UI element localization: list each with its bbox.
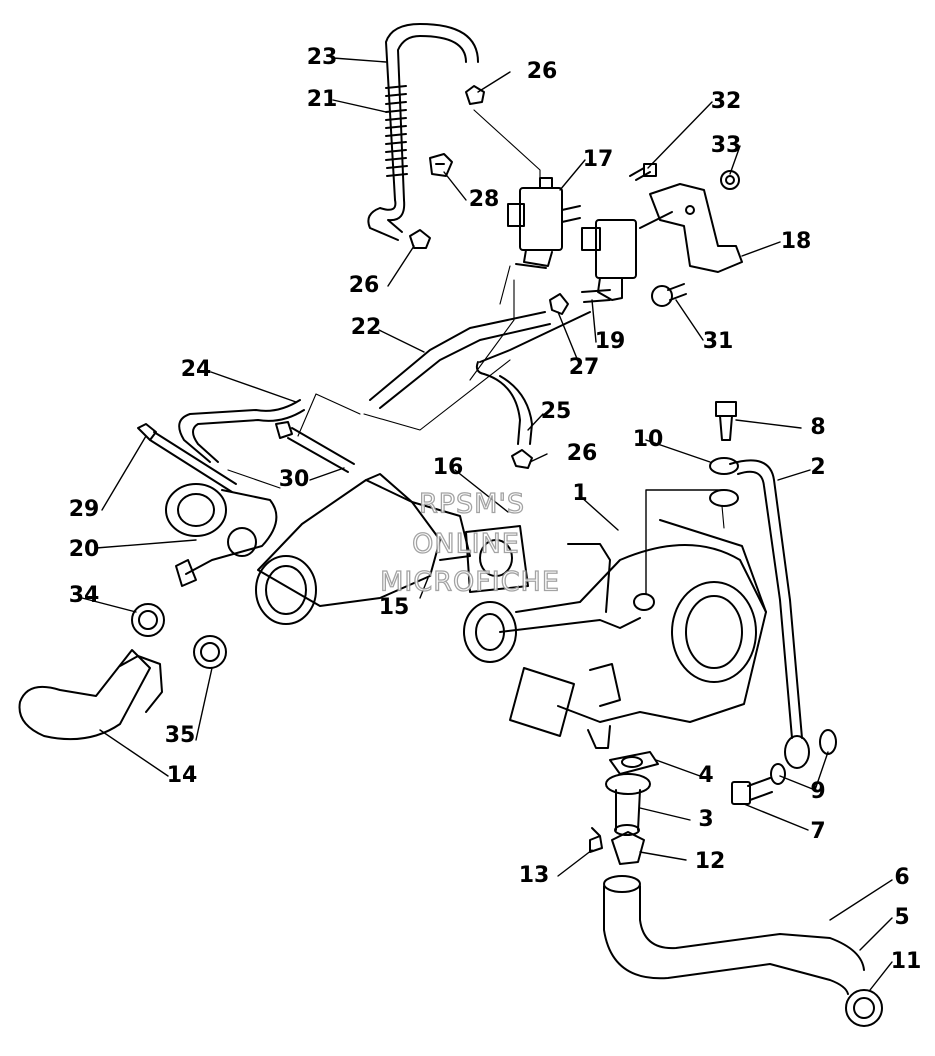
callout-35: 34 — [68, 583, 100, 608]
clip-26-top — [465, 85, 485, 105]
hose-22 — [369, 311, 551, 409]
callout-3: 3 — [698, 807, 714, 832]
bolt-33 — [629, 163, 657, 181]
callout-15: 15 — [378, 595, 410, 620]
bypass-valve-20 — [165, 483, 278, 587]
callout-28: 27 — [568, 355, 600, 380]
bracket-18 — [639, 183, 743, 273]
callout-20: 20 — [68, 537, 100, 562]
callout-26-second: 26 — [348, 273, 380, 298]
oil-line-2 — [729, 459, 810, 769]
callout-10: 10 — [632, 427, 664, 452]
callout-25: 25 — [540, 399, 572, 424]
washer-10-top — [709, 457, 739, 475]
callout-30: 29 — [68, 497, 100, 522]
bolt-13 — [589, 827, 603, 853]
hose-14 — [18, 649, 163, 741]
callout-19: 19 — [594, 329, 626, 354]
callout-1: 1 — [572, 481, 588, 506]
callout-14: 14 — [166, 763, 198, 788]
bolt-8 — [715, 401, 737, 441]
callout-4: 4 — [698, 763, 714, 788]
callout-16: 16 — [432, 455, 464, 480]
watermark-line-2: ONLINE — [411, 528, 520, 560]
clamp-11 — [845, 989, 883, 1027]
bolt-7 — [731, 777, 773, 805]
pipe-3 — [605, 773, 651, 836]
callout-33: 32 — [710, 89, 742, 114]
gasket-4 — [609, 751, 659, 775]
callout-18: 18 — [780, 229, 812, 254]
callout-17: 17 — [582, 147, 614, 172]
callout-2: 2 — [810, 455, 826, 480]
hose-5-6 — [603, 875, 865, 995]
callout-8: 8 — [810, 415, 826, 440]
callout-22: 22 — [350, 315, 382, 340]
hose-21-23 — [367, 23, 479, 241]
callout-34: 33 — [710, 133, 742, 158]
watermark-line-1: RPSM'S — [418, 488, 526, 520]
clip-28 — [549, 293, 569, 315]
watermark-line-3: MICROFICHE — [379, 566, 560, 598]
turbocharger-1 — [463, 519, 767, 749]
washer-10-bottom — [709, 489, 739, 507]
callout-24: 24 — [180, 357, 212, 382]
gasket-16 — [465, 525, 529, 593]
callout-9: 9 — [810, 779, 826, 804]
bolt-31 — [275, 421, 355, 473]
callout-31: 30 — [278, 467, 310, 492]
clamp-35-b — [193, 635, 227, 669]
callout-11: 11 — [890, 949, 922, 974]
clip-29 — [429, 153, 453, 177]
nut-34 — [720, 170, 740, 190]
callout-26: 26 — [526, 59, 558, 84]
callout-13: 13 — [518, 863, 550, 888]
clip-26-left — [409, 229, 431, 249]
intake-pipe-15 — [255, 473, 471, 625]
callout-7: 7 — [810, 819, 826, 844]
callout-21: 21 — [306, 87, 338, 112]
clamp-12 — [611, 831, 645, 865]
callout-12: 12 — [694, 849, 726, 874]
callout-23: 23 — [306, 45, 338, 70]
callout-35-second: 35 — [164, 723, 196, 748]
callout-32: 31 — [702, 329, 734, 354]
callout-29: 28 — [468, 187, 500, 212]
washer-9-b — [819, 729, 837, 755]
washer-9-a — [770, 763, 786, 785]
bolt-30 — [137, 423, 237, 493]
callout-5: 5 — [894, 905, 910, 930]
solenoid-19 — [581, 219, 637, 303]
solenoid-17 — [507, 177, 581, 269]
leader-lines — [81, 57, 893, 991]
assembly-lines — [227, 109, 725, 529]
bolt-32 — [651, 283, 687, 307]
hose-24 — [178, 399, 305, 463]
clip-27 — [511, 449, 533, 469]
callout-6: 6 — [894, 865, 910, 890]
clamp-35-a — [131, 603, 165, 637]
callout-27: 26 — [566, 441, 598, 466]
